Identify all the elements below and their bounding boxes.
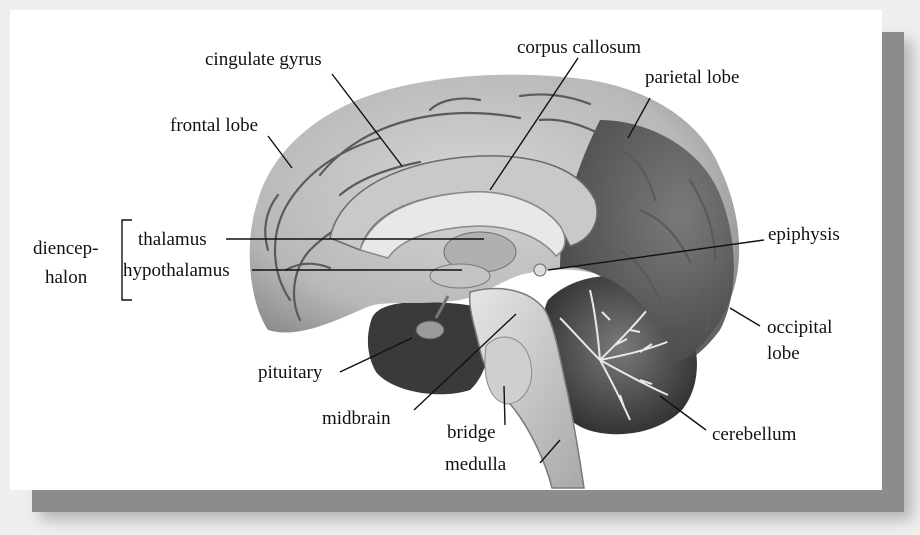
label-diencephalon-1: diencep- [33, 238, 98, 259]
label-frontal-lobe: frontal lobe [170, 115, 258, 136]
label-bridge: bridge [447, 422, 496, 443]
label-cerebellum: cerebellum [712, 424, 797, 445]
label-parietal-lobe: parietal lobe [645, 67, 739, 88]
label-occipital-1: occipital [767, 317, 832, 338]
label-cingulate-gyrus: cingulate gyrus [205, 49, 322, 70]
label-corpus-callosum: corpus callosum [517, 37, 641, 58]
label-occipital-2: lobe [767, 343, 800, 364]
label-pituitary: pituitary [258, 362, 323, 383]
label-diencephalon-2: halon [45, 267, 88, 288]
hypothalamus-shape [430, 264, 490, 288]
label-medulla: medulla [445, 454, 507, 475]
label-thalamus: thalamus [138, 229, 207, 250]
label-midbrain: midbrain [322, 408, 391, 429]
pons-shape [485, 337, 532, 404]
label-epiphysis: epiphysis [768, 224, 840, 245]
pituitary-shape [416, 321, 444, 339]
epiphysis-shape [534, 264, 546, 276]
label-hypothalamus: hypothalamus [123, 260, 230, 281]
